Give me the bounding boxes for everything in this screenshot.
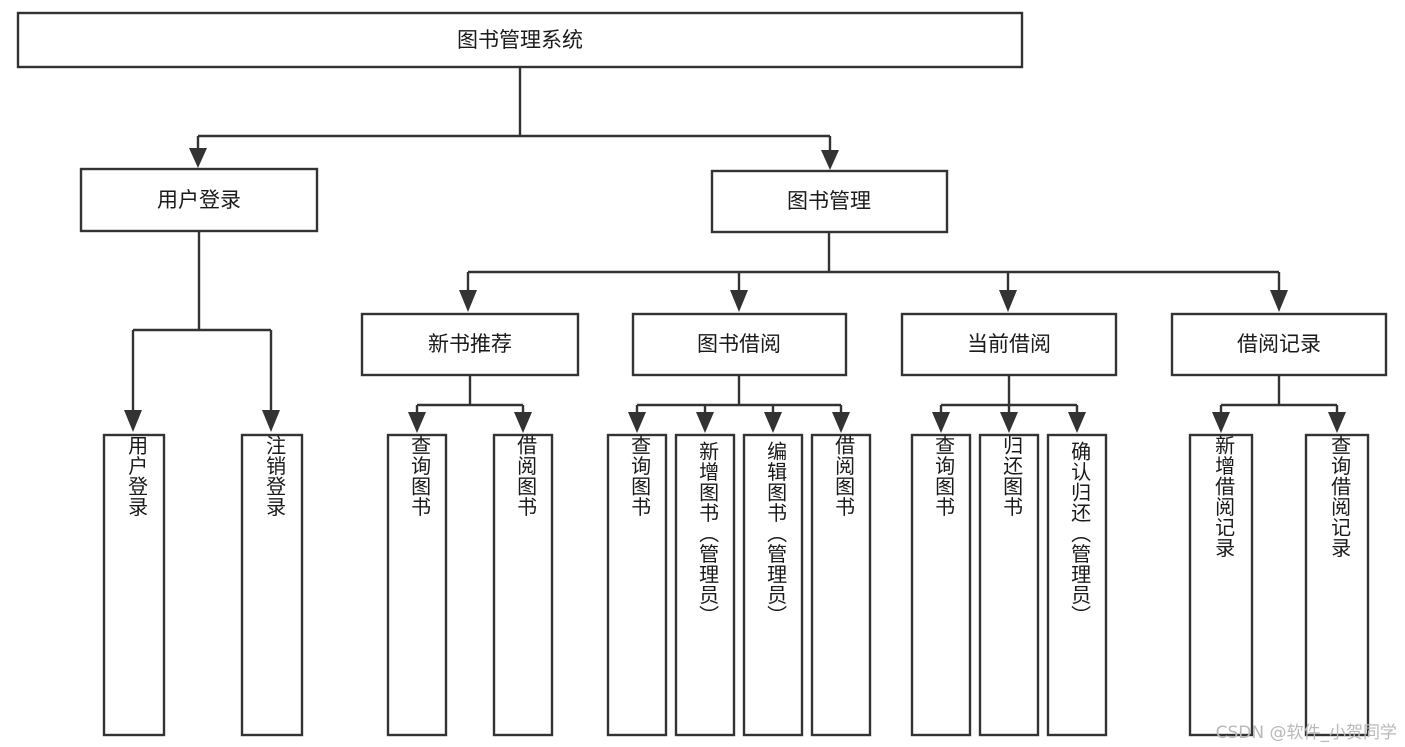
node-leaf-query-book-3-box[interactable]: [910, 433, 972, 737]
arrow-head-leaf-return-book: [1000, 412, 1018, 433]
arrow-head-leaf-borrow-book-2: [832, 412, 850, 433]
node-leaf-query-record-box[interactable]: [1304, 433, 1370, 737]
arrow-head-leaf-borrow-book-1: [514, 412, 532, 433]
node-leaf-add-record-box[interactable]: [1188, 433, 1254, 737]
node-book-management-box[interactable]: [710, 169, 949, 234]
node-leaf-borrow-book-1-box[interactable]: [492, 433, 554, 737]
arrow-head-leaf-logout: [262, 410, 280, 432]
node-borrow-record-label: 借阅记录: [1237, 332, 1321, 356]
arrow-head-current-borrow: [999, 290, 1017, 312]
arrow-head-leaf-query-book-3: [932, 412, 950, 433]
node-new-book-recommend-box[interactable]: [360, 312, 580, 377]
arrow-head-book-borrow: [730, 290, 748, 312]
arrow-head-borrow-record: [1270, 290, 1288, 312]
arrow-head-userlogin: [189, 148, 207, 168]
node-root-label: 图书管理系统: [457, 28, 583, 52]
node-leaf-add-book-box[interactable]: [674, 433, 736, 737]
node-current-borrow-box[interactable]: [900, 312, 1118, 377]
node-leaf-user-login-box[interactable]: [102, 433, 166, 737]
node-root-box[interactable]: [16, 11, 1024, 69]
arrow-head-leaf-confirm-return: [1068, 412, 1086, 433]
node-leaf-confirm-return-box[interactable]: [1046, 433, 1108, 737]
arrow-head-new-book-recommend: [459, 290, 477, 312]
node-leaf-logout-box[interactable]: [240, 433, 304, 737]
arrow-head-bookmgmt: [821, 150, 839, 170]
node-root[interactable]: 图书管理系统: [16, 11, 1024, 69]
node-new-book-recommend[interactable]: 新书推荐: [360, 312, 580, 377]
node-user-login-label: 用户登录: [157, 188, 241, 212]
node-book-borrow-label: 图书借阅: [697, 332, 781, 356]
node-leaf-edit-book-box[interactable]: [742, 433, 804, 737]
node-borrow-record[interactable]: 借阅记录: [1170, 312, 1388, 377]
arrow-head-leaf-add-record: [1212, 412, 1230, 433]
arrow-head-leaf-query-record: [1328, 412, 1346, 433]
arrow-head-leaf-query-book-2: [628, 412, 646, 433]
node-current-borrow-label: 当前借阅: [967, 332, 1051, 356]
node-leaf-borrow-book-2-box[interactable]: [810, 433, 872, 737]
arrow-head-leaf-add-book: [696, 412, 714, 433]
node-book-management-label: 图书管理: [787, 189, 871, 213]
arrow-head-leaf-edit-book: [764, 412, 782, 433]
node-new-book-recommend-label: 新书推荐: [428, 332, 512, 356]
node-leaf-return-book-box[interactable]: [978, 433, 1040, 737]
node-leaf-query-book-1-box[interactable]: [386, 433, 448, 737]
node-user-login[interactable]: 用户登录: [79, 167, 319, 233]
node-leaf-query-book-2-box[interactable]: [606, 433, 668, 737]
node-book-borrow-box[interactable]: [631, 312, 848, 377]
node-book-borrow[interactable]: 图书借阅: [631, 312, 848, 377]
csdn-watermark: CSDN @软件_小贺同学: [1215, 723, 1397, 743]
node-borrow-record-box[interactable]: [1170, 312, 1388, 377]
node-book-management[interactable]: 图书管理: [710, 169, 949, 234]
node-current-borrow[interactable]: 当前借阅: [900, 312, 1118, 377]
arrow-head-leaf-query-book-1: [408, 412, 426, 433]
arrow-head-leaf-user-login: [124, 410, 142, 432]
